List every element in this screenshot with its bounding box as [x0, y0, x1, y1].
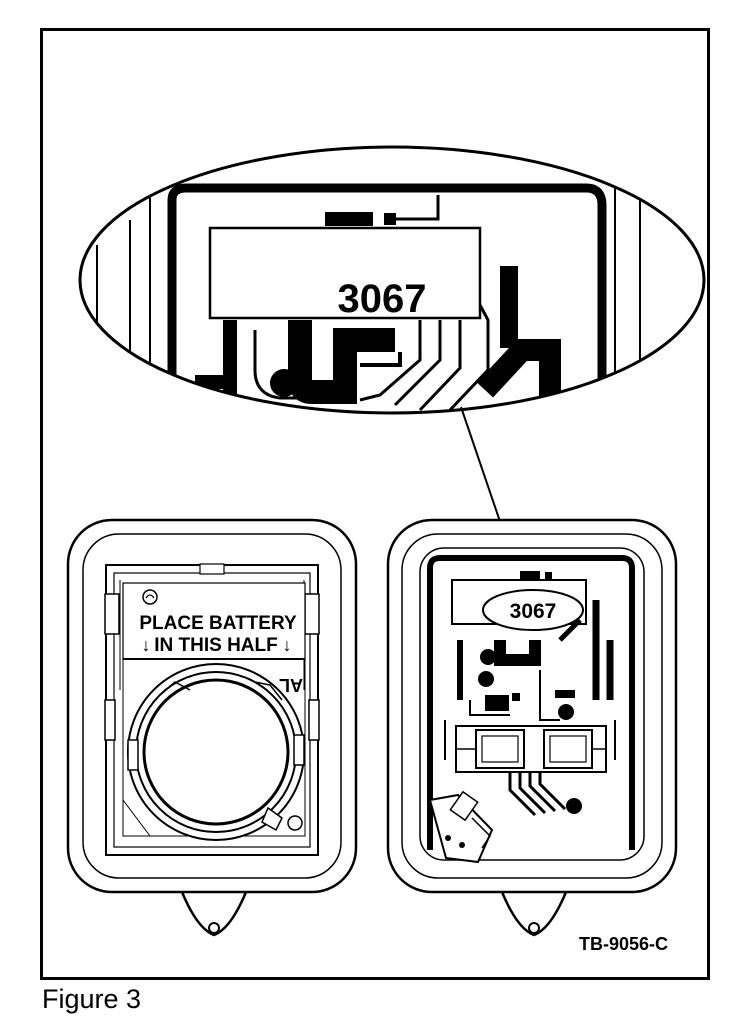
battery-instruction-line2: IN THIS HALF — [154, 635, 278, 656]
figure-caption: Figure 3 — [42, 984, 142, 1014]
magnified-view: 3067 — [78, 145, 706, 415]
figure-frame: 3067 PLACE BATTERY ↓ IN THIS HALF ↓ — [40, 28, 710, 980]
down-arrow-right-icon: ↓ — [283, 635, 292, 655]
battery-half-housing: PLACE BATTERY ↓ IN THIS HALF ↓ AL — [66, 518, 358, 937]
via-dot — [270, 369, 298, 397]
battery-cell — [127, 663, 305, 841]
chip-box — [208, 226, 482, 320]
antenna-connector — [428, 790, 494, 864]
battery-instruction-line1: PLACE BATTERY — [139, 613, 297, 634]
down-arrow-left-icon: ↓ — [142, 635, 151, 655]
circuit-half-housing: 3067 — [386, 518, 678, 937]
logo-mark-icon — [142, 589, 158, 605]
molded-mark: AL — [279, 675, 303, 695]
circuit-chip-label: 3067 — [510, 600, 557, 623]
chip-highlight-ellipse — [482, 589, 584, 631]
figure-code: TB-9056-C — [579, 934, 668, 954]
magnified-chip-label: 3067 — [338, 277, 427, 321]
